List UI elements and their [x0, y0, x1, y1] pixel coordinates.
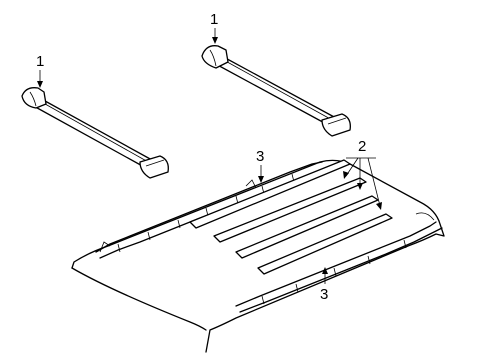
callout-2: 2: [343, 138, 382, 210]
callout-1-left: 1: [36, 53, 44, 88]
callout-1-right: 1: [210, 11, 218, 44]
crossbar-right: [201, 45, 351, 137]
callout-3-top: 3: [256, 148, 264, 183]
crossbar-left: [21, 87, 169, 179]
callout-label: 1: [36, 53, 44, 70]
roof-panel: [71, 159, 445, 353]
callout-label: 3: [320, 286, 328, 303]
callout-3-bottom: 3: [320, 267, 328, 303]
callout-label: 3: [256, 148, 264, 165]
callout-label: 1: [210, 11, 218, 28]
roof-strips: [189, 159, 393, 275]
side-rail-right: [235, 212, 443, 313]
callout-label: 2: [358, 138, 366, 155]
